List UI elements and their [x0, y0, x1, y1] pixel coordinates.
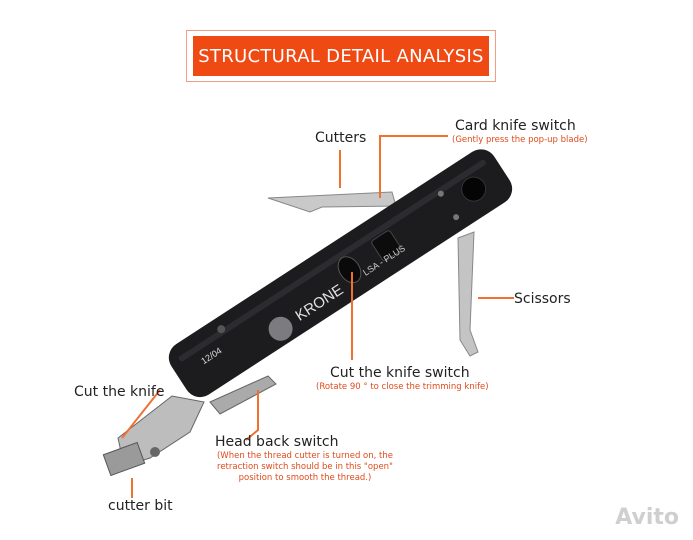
note-head-back-line-3: position to smooth the thread.): [238, 473, 372, 483]
note-head-back-switch: (When the thread cutter is turned on, th…: [180, 451, 430, 484]
cutter-bit: [102, 441, 146, 477]
watermark: Avito: [615, 505, 679, 530]
label-cut-the-knife: Cut the knife: [74, 384, 165, 400]
banner-title: STRUCTURAL DETAIL ANALYSIS: [193, 36, 489, 76]
label-scissors: Scissors: [514, 291, 571, 307]
label-card-knife-switch: Card knife switch: [455, 118, 576, 134]
label-head-back-switch: Head back switch: [215, 434, 339, 450]
label-cutters: Cutters: [315, 130, 367, 146]
scissors-blade: [457, 231, 479, 357]
note-card-knife-switch: (Gently press the pop-up blade): [452, 135, 588, 145]
head-back-switch: [209, 375, 277, 415]
label-cut-knife-switch: Cut the knife switch: [330, 365, 470, 381]
cutters-blade: [267, 191, 397, 213]
tool-hole: [461, 176, 487, 202]
banner-frame: [186, 30, 496, 82]
brand-emblem: [268, 316, 293, 341]
cut-knife-switch-dial: [337, 256, 362, 284]
note-head-back-line-1: (When the thread cutter is turned on, th…: [216, 451, 393, 461]
label-cutter-bit: cutter bit: [108, 498, 173, 514]
note-head-back-line-2: retraction switch should be in this "ope…: [217, 462, 393, 472]
note-cut-knife-switch: (Rotate 90 ° to close the trimming knife…: [316, 382, 489, 392]
